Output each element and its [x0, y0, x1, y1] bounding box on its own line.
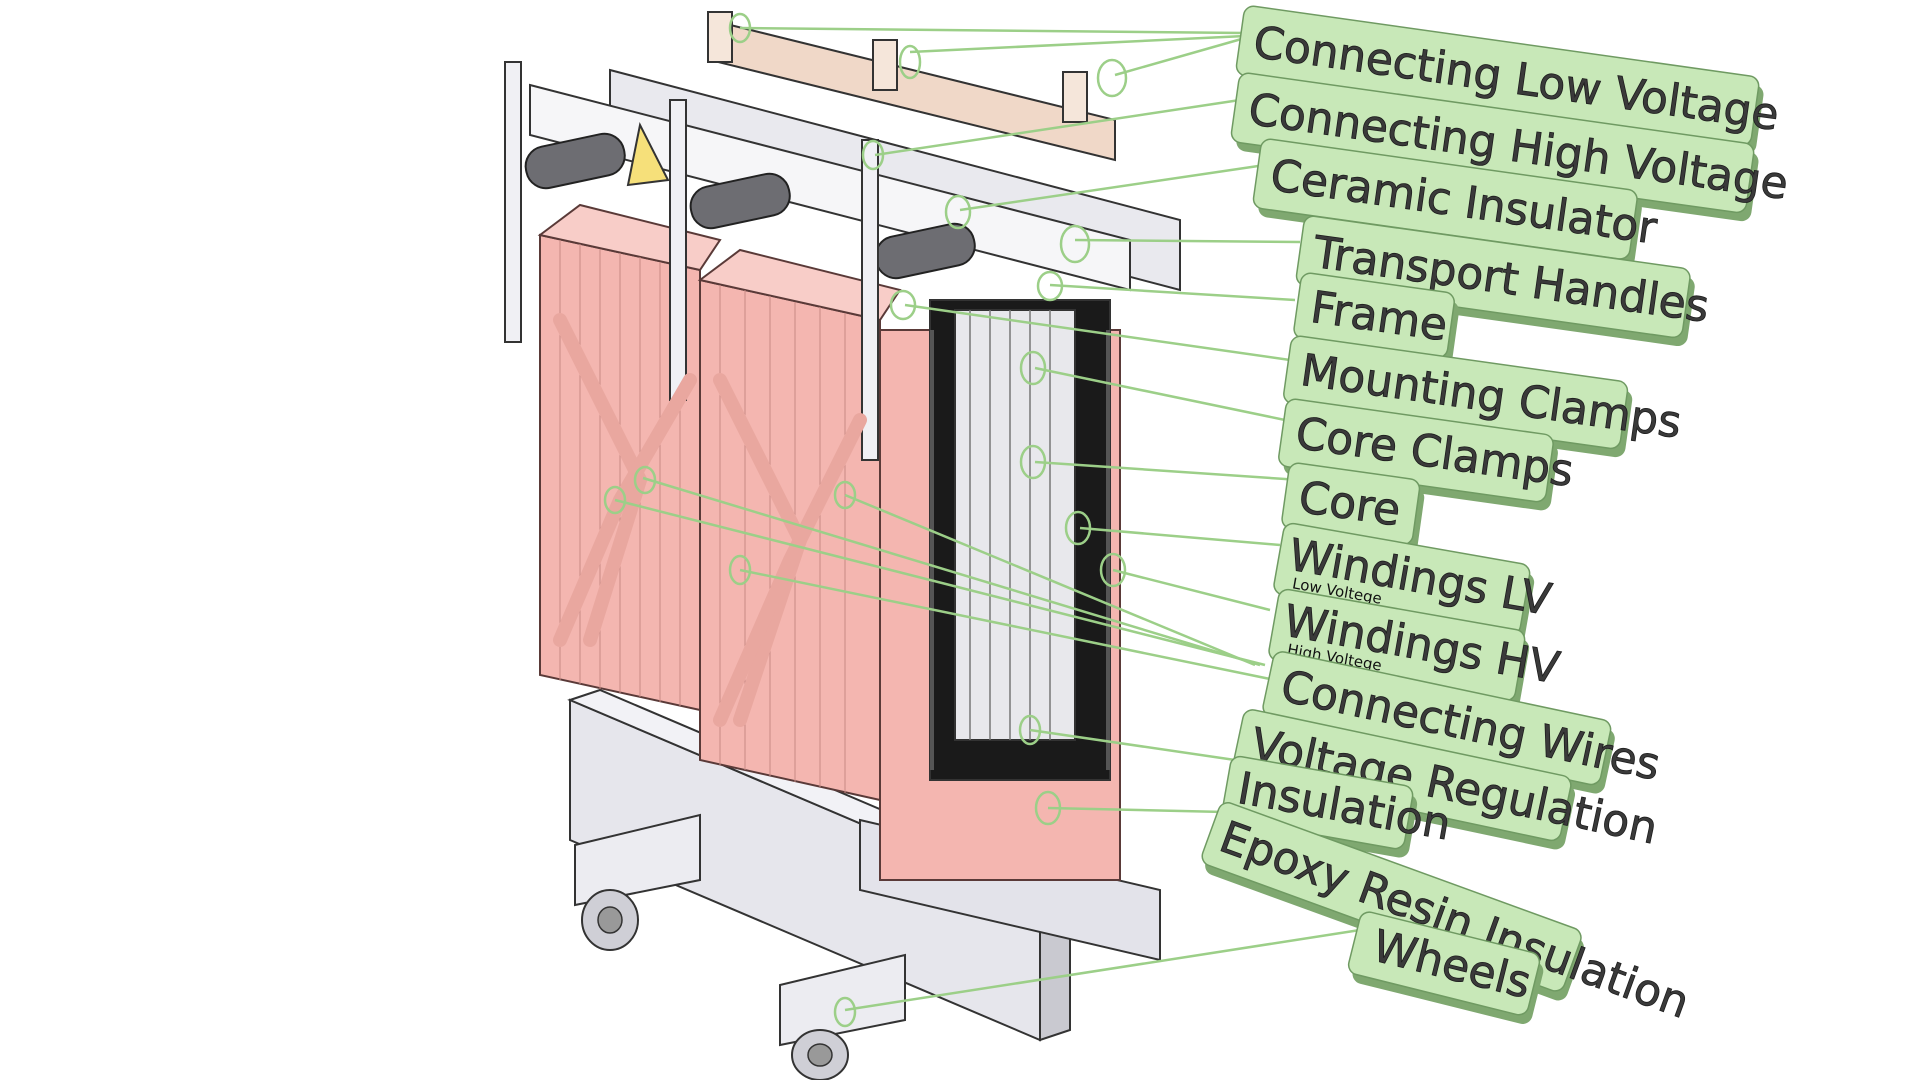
label-insulation: Insulation — [1221, 755, 1455, 858]
label-tags: Connecting Low Voltage Connecting High V… — [1201, 5, 1792, 1029]
label-core: Core — [1281, 462, 1425, 554]
base-frame — [567, 688, 1161, 1047]
ceramic-insulators — [524, 132, 976, 280]
leader-lines — [603, 12, 1361, 1028]
coil-right — [879, 299, 1121, 881]
transformer-illustration — [504, 11, 1181, 1080]
transport-handles — [504, 61, 879, 461]
wheels — [581, 889, 849, 1080]
